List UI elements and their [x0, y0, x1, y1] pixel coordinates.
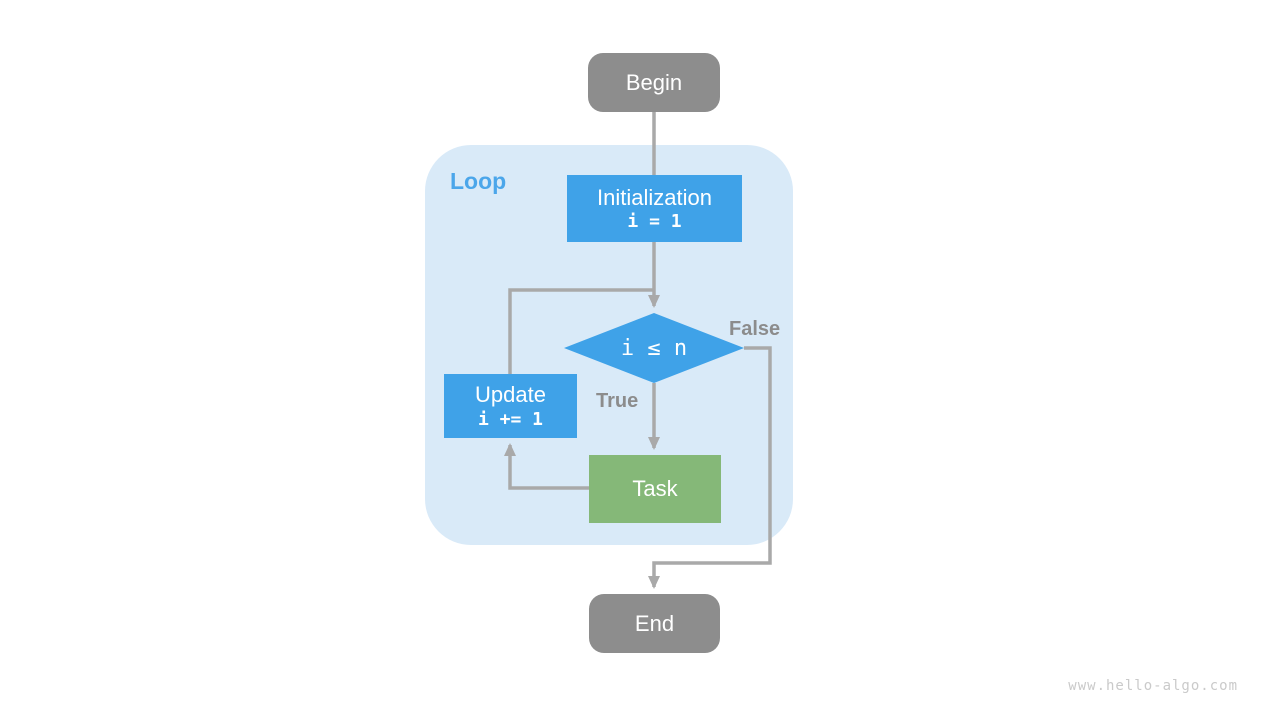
node-end: End [589, 594, 720, 653]
node-update: Update i += 1 [444, 374, 577, 438]
node-begin: Begin [588, 53, 720, 112]
watermark-text: www.hello-algo.com [1068, 678, 1238, 694]
edge-label-true: True [596, 390, 639, 412]
node-begin-label: Begin [625, 69, 683, 95]
loop-scope-label: Loop [450, 168, 507, 194]
condition-diamond-shape [564, 313, 744, 383]
node-update-label: Update [475, 382, 546, 407]
node-end-label: End [634, 610, 675, 636]
edge-update-to-condition [508, 288, 654, 375]
edge-task-to-update [504, 443, 589, 490]
node-task-label: Task [632, 476, 678, 502]
node-condition-label: i ≤ n [620, 335, 688, 361]
node-update-code: i += 1 [477, 408, 544, 430]
node-task: Task [589, 455, 721, 523]
edge-condition-false-to-end [648, 346, 772, 589]
node-initialization-label: Initialization [597, 184, 712, 210]
edge-label-false: False [729, 318, 781, 340]
node-initialization: Initialization i = 1 [567, 175, 742, 242]
node-initialization-code: i = 1 [627, 211, 682, 232]
